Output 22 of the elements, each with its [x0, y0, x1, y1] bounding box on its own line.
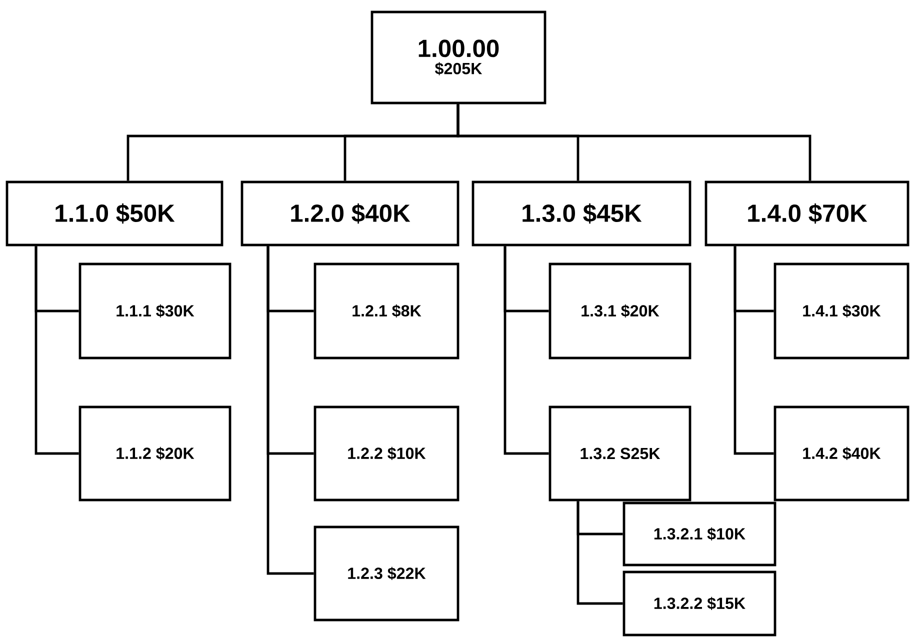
- wbs-box: 1.4.1 $30K: [774, 262, 910, 360]
- connector-line: [576, 501, 623, 605]
- wbs-box: 1.2.2 $10K: [314, 406, 460, 502]
- wbs-box: 1.4.0 $70K: [704, 180, 910, 246]
- wbs-box: 1.1.0 $50K: [6, 180, 224, 246]
- wbs-box: 1.3.0 $45K: [472, 180, 692, 246]
- wbs-box: 1.4.2 $40K: [774, 406, 910, 502]
- wbs-box: 1.2.1 $8K: [314, 262, 460, 360]
- wbs-box: 1.3.1 $20K: [548, 262, 692, 360]
- connector-line: [456, 104, 812, 181]
- wbs-box: 1.3.2 S25K: [548, 406, 692, 502]
- wbs-box: 1.2.3 $22K: [314, 526, 460, 622]
- connector-line: [34, 246, 79, 455]
- wbs-box: 1.3.2.2 $15K: [622, 570, 776, 636]
- wbs-box: 1.1.2 $20K: [78, 406, 232, 502]
- connector-line: [266, 246, 314, 575]
- wbs-box: 1.1.1 $30K: [78, 262, 232, 360]
- connector-line: [504, 246, 549, 455]
- wbs-box: 1.2.0 $40K: [240, 180, 460, 246]
- connector-line: [734, 246, 774, 455]
- wbs-box: 1.3.2.1 $10K: [622, 502, 776, 566]
- wbs-box: 1.00.00 $205K: [370, 10, 546, 104]
